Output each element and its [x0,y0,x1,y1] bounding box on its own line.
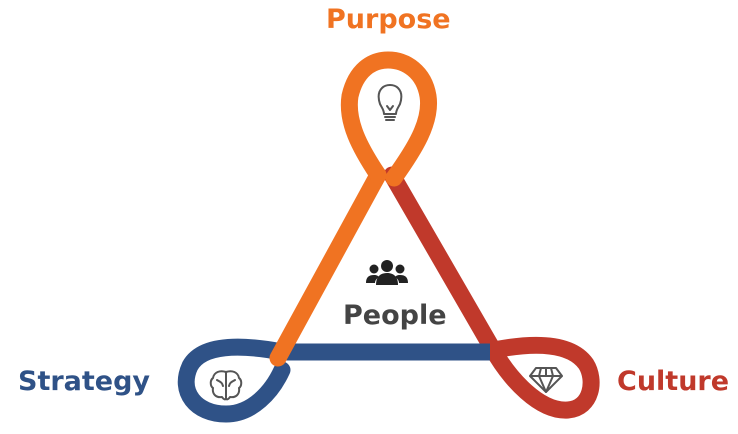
purpose-label: Purpose [326,4,451,35]
culture-band [383,166,600,419]
purpose-band [269,51,438,367]
culture-label: Culture [617,366,730,397]
people-label: People [343,300,447,331]
strategy-band [177,338,490,423]
strategy-label: Strategy [18,366,151,397]
people-icon [366,260,408,285]
lightbulb-icon [377,84,403,121]
brain-icon [209,370,243,401]
diamond-icon [529,367,563,393]
